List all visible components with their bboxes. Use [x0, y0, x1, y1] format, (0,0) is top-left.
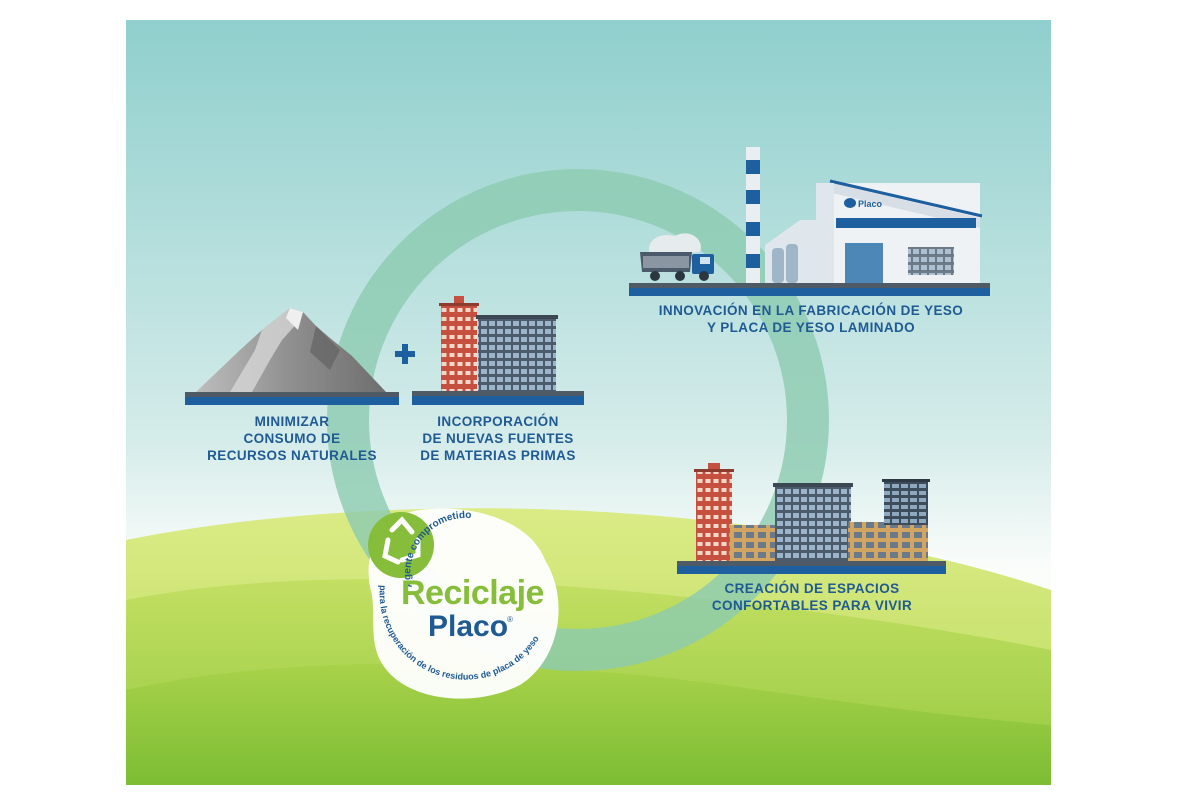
caption-resources: MINIMIZAR CONSUMO DE RECURSOS NATURALES [186, 413, 398, 464]
factory-icon: Placo [629, 147, 990, 296]
caption-line: DE NUEVAS FUENTES [422, 431, 574, 446]
caption-living: CREACIÓN DE ESPACIOS CONFORTABLES PARA V… [678, 580, 946, 614]
badge-registered-mark: ® [507, 615, 513, 624]
factory-sign: Placo [858, 199, 883, 209]
plus-icon [395, 344, 415, 364]
badge-brand: Placo [428, 610, 509, 643]
caption-line: CONFORTABLES PARA VIVIR [711, 598, 913, 613]
caption-factory: INNOVACIÓN EN LA FABRICACIÓN DE YESO Y P… [630, 302, 992, 336]
caption-line: MINIMIZAR [254, 414, 330, 429]
caption-line: CONSUMO DE [243, 431, 341, 446]
caption-line: Y PLACA DE YESO LAMINADO [706, 320, 916, 335]
caption-line: INNOVACIÓN EN LA FABRICACIÓN DE YESO [658, 303, 964, 318]
recycle-icon [368, 512, 434, 578]
caption-materials: INCORPORACIÓN DE NUEVAS FUENTES DE MATER… [405, 413, 591, 464]
caption-line: DE MATERIAS PRIMAS [420, 448, 576, 463]
buildings-icon [412, 296, 584, 405]
cycle-ring [327, 169, 829, 671]
caption-line: CREACIÓN DE ESPACIOS [724, 581, 900, 596]
mountain-icon [185, 308, 399, 405]
badge-title: Reciclaje [401, 574, 544, 612]
caption-line: RECURSOS NATURALES [207, 448, 377, 463]
city-icon [677, 463, 946, 574]
caption-line: INCORPORACIÓN [437, 414, 559, 429]
